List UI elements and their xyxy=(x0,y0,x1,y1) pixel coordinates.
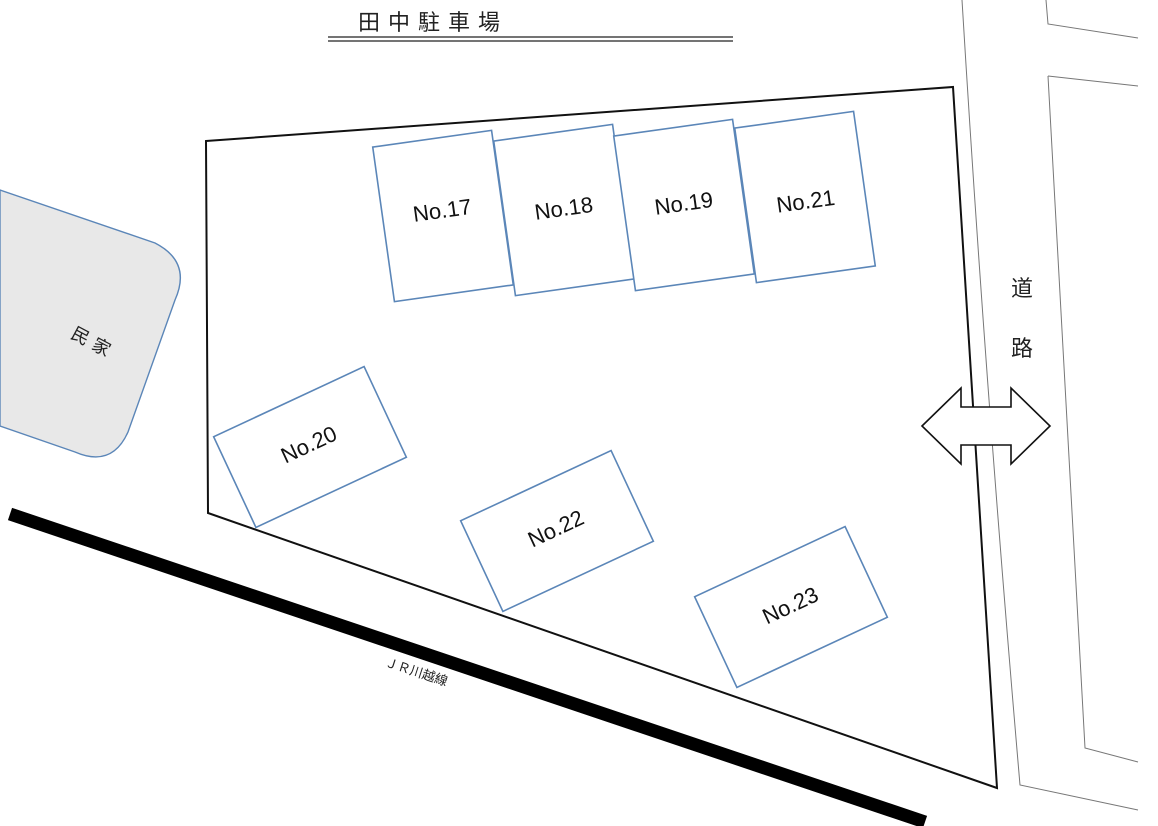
slot-20[interactable]: No.20 xyxy=(212,365,408,529)
house-block: 民 家 xyxy=(0,189,182,458)
slot-18[interactable]: No.18 xyxy=(492,123,636,297)
entrance-double-arrow-icon xyxy=(920,386,1052,466)
slot-17[interactable]: No.17 xyxy=(371,129,515,303)
slot-21[interactable]: No.21 xyxy=(733,110,877,284)
road xyxy=(961,0,1139,811)
parking-lot-boundary xyxy=(204,85,999,790)
slot-22[interactable]: No.22 xyxy=(459,449,655,613)
road-label-1: 道 xyxy=(1011,277,1033,302)
map-title: 田中駐車場 xyxy=(358,11,508,36)
slot-19[interactable]: No.19 xyxy=(612,118,756,292)
road-label-2: 路 xyxy=(1011,337,1033,362)
slot-23[interactable]: No.23 xyxy=(693,525,889,689)
